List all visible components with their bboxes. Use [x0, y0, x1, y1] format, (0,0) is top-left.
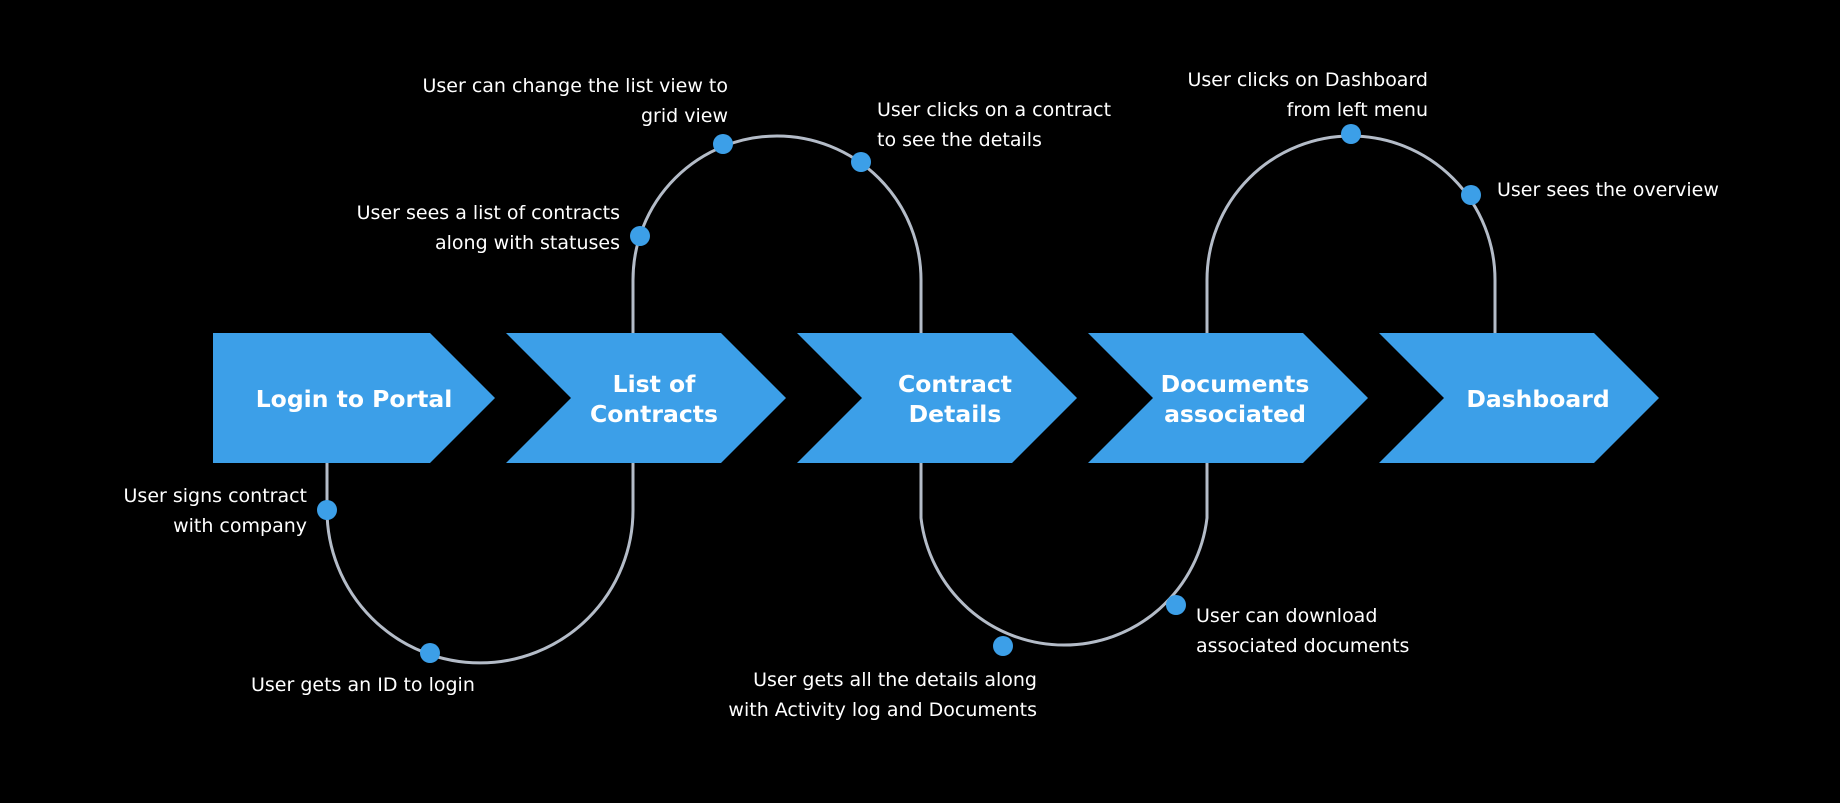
step-shape	[213, 333, 495, 463]
step-label-line-1: List of	[613, 370, 697, 398]
step-label-line-1: Contract	[898, 370, 1012, 398]
annotation-gets-details: User gets all the details along with Act…	[728, 669, 1037, 721]
step-label-line-1: Documents	[1161, 370, 1310, 398]
milestone-dot-clicks-dashboard	[1341, 124, 1361, 144]
annotation-line-2: with Activity log and Documents	[728, 699, 1037, 721]
annotation-line-1: User can change the list view to	[422, 75, 728, 97]
connector-details-to-documents	[919, 463, 1209, 647]
annotation-line-2: with company	[173, 515, 307, 537]
annotation-line-2: to see the details	[877, 129, 1042, 151]
milestone-dots	[317, 124, 1481, 663]
step-label-line-2: Details	[909, 400, 1002, 428]
milestone-dot-change-view	[713, 134, 733, 154]
step-list-of-contracts: List of Contracts	[506, 333, 786, 463]
step-label: Login to Portal	[256, 385, 453, 413]
step-label-line-2: associated	[1164, 400, 1306, 428]
step-shape	[797, 333, 1077, 463]
annotation-line-1: User sees the overview	[1497, 179, 1719, 201]
step-documents-associated: Documents associated	[1088, 333, 1368, 463]
milestone-dot-clicks-contract	[851, 152, 871, 172]
annotation-line-2: along with statuses	[435, 232, 620, 254]
step-shape	[506, 333, 786, 463]
annotations: User signs contract with company User ge…	[124, 69, 1719, 721]
connector-contracts-to-details	[631, 134, 923, 333]
annotation-clicks-contract: User clicks on a contract to see the det…	[877, 99, 1111, 151]
annotation-download-docs: User can download associated documents	[1196, 605, 1409, 657]
annotation-sees-list: User sees a list of contracts along with…	[357, 202, 620, 254]
annotation-change-view: User can change the list view to grid vi…	[422, 75, 728, 127]
milestone-dot-gets-id	[420, 643, 440, 663]
milestone-dot-download-docs	[1166, 595, 1186, 615]
annotation-line-1: User sees a list of contracts	[357, 202, 620, 224]
annotation-clicks-dashboard: User clicks on Dashboard from left menu	[1187, 69, 1428, 121]
annotation-sees-overview: User sees the overview	[1497, 179, 1719, 201]
milestone-dot-gets-details	[993, 636, 1013, 656]
annotation-gets-id: User gets an ID to login	[251, 674, 475, 696]
annotation-line-1: User gets all the details along	[753, 669, 1037, 691]
step-label-line-2: Contracts	[590, 400, 718, 428]
step-dashboard: Dashboard	[1379, 333, 1659, 463]
process-steps: Login to Portal List of Contracts Contra…	[213, 333, 1659, 463]
milestone-dot-signs-contract	[317, 500, 337, 520]
step-shape	[1088, 333, 1368, 463]
connector-login-to-contracts	[325, 463, 635, 665]
annotation-line-2: from left menu	[1287, 99, 1428, 121]
annotation-line-1: User clicks on Dashboard	[1187, 69, 1428, 91]
step-contract-details: Contract Details	[797, 333, 1077, 463]
annotation-line-2: grid view	[641, 105, 728, 127]
annotation-line-1: User signs contract	[124, 485, 307, 507]
step-label: Dashboard	[1466, 385, 1609, 413]
annotation-line-1: User gets an ID to login	[251, 674, 475, 696]
annotation-line-1: User clicks on a contract	[877, 99, 1111, 121]
annotation-line-1: User can download	[1196, 605, 1377, 627]
step-shape	[1379, 333, 1659, 463]
step-login-to-portal: Login to Portal	[213, 333, 495, 463]
annotation-line-2: associated documents	[1196, 635, 1409, 657]
milestone-dot-sees-list	[630, 226, 650, 246]
annotation-signs-contract: User signs contract with company	[124, 485, 307, 537]
milestone-dot-sees-overview	[1461, 185, 1481, 205]
